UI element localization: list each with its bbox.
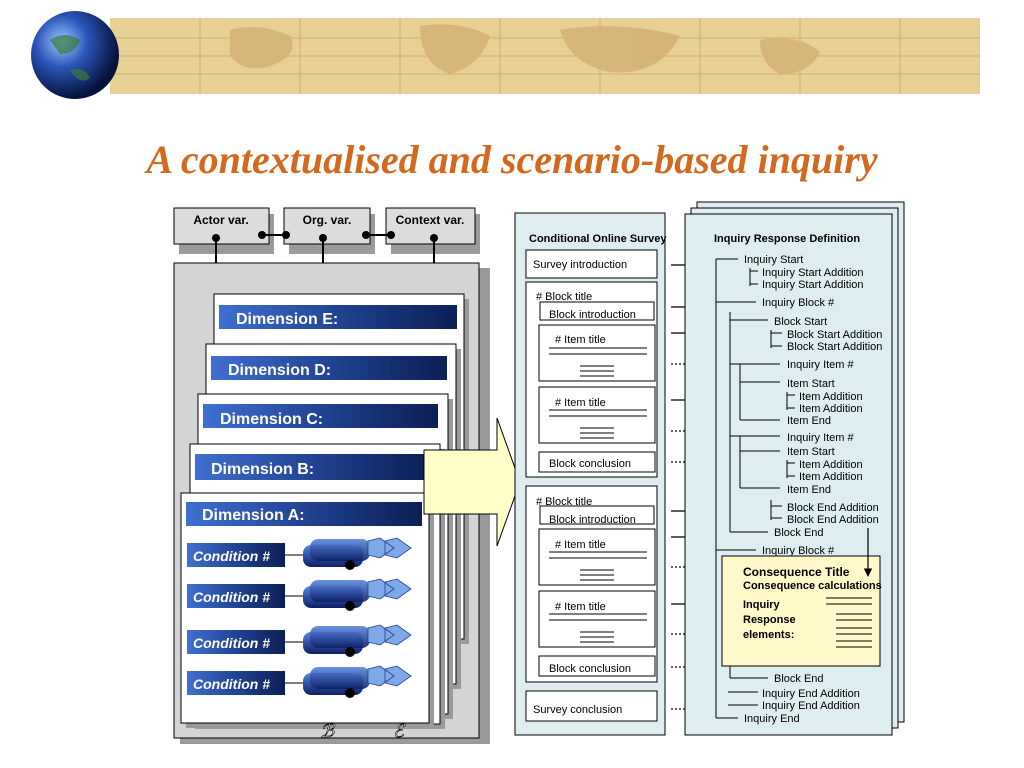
response-line: Inquiry Block # [762,297,835,309]
response-line: Inquiry Start [744,254,803,266]
condition-row: Condition # [187,537,412,570]
response-line: Inquiry Start Addition [762,279,864,291]
dimension-e-label: Dimension E: [236,311,338,328]
response-line: Block End [774,527,824,539]
survey-conclusion: Survey conclusion [533,704,622,716]
block-conclusion: Block conclusion [549,663,631,675]
response-line: Block Start [774,316,827,328]
response-line: Block Start Addition [787,329,882,341]
condition-label: Condition # [193,589,270,605]
condition-label: Condition # [193,676,270,692]
block-introduction: Block introduction [549,514,636,526]
item-title: # Item title [555,539,606,551]
consequence-title: Consequence Title [743,565,850,579]
dimension-c-label: Dimension C: [220,411,323,428]
consequence-element-line: Inquiry [743,599,781,611]
condition-row: Condition # [187,665,412,698]
dimension-b-label: Dimension B: [211,461,314,478]
survey-introduction: Survey introduction [533,259,627,271]
big-arrow-icon [423,417,521,547]
decor-glyph: ℬ [320,721,336,741]
response-line: Block End [774,673,824,685]
response-line: Inquiry End Addition [762,700,860,712]
block-conclusion: Block conclusion [549,458,631,470]
dimension-a-card: Dimension A: [180,492,434,728]
response-line: Inquiry Block # [762,545,835,557]
consequence-element-line: Response [743,614,796,626]
condition-label: Condition # [193,548,270,564]
response-line: Inquiry End [744,713,800,725]
response-lines: Inquiry Start Inquiry Start Addition Inq… [744,254,882,725]
response-line: Item End [787,415,831,427]
block-title: # Block title [536,496,592,508]
variable-boxes: Actor var. Org. var. Context var. [173,207,480,272]
response-line: Item Start [787,446,835,458]
item-title: # Item title [555,334,606,346]
block-title: # Block title [536,291,592,303]
actor-var-label: Actor var. [193,213,248,227]
condition-label: Condition # [193,635,270,651]
response-line: Block End Addition [787,502,879,514]
condition-row: Condition # [187,624,412,657]
response-line: Item Addition [799,403,863,415]
page-title: A contextualised and scenario-based inqu… [146,137,878,182]
item-title: # Item title [555,397,606,409]
consequence-element-line: elements: [743,629,794,641]
dimension-a-label: Dimension A: [202,507,305,524]
consequence-calculations: Consequence calculations [743,580,882,592]
response-line: Block End Addition [787,514,879,526]
globe-icon [31,11,119,99]
response-line: Inquiry Item # [787,432,855,444]
response-line: Block Start Addition [787,341,882,353]
consequence-box: Consequence Title Consequence calculatio… [721,528,882,667]
block-introduction: Block introduction [549,309,636,321]
decor-glyph: ℰ [393,721,406,741]
item-title: # Item title [555,601,606,613]
dimension-d-label: Dimension D: [228,362,331,379]
response-line: Item Start [787,378,835,390]
response-line: Item Addition [799,471,863,483]
response-line: Inquiry Item # [787,359,855,371]
condition-rows: Condition # Condition # Condition # [187,537,412,698]
response-line: Item Addition [799,391,863,403]
response-line: Inquiry Start Addition [762,267,864,279]
survey-title: Conditional Online Survey [529,233,667,245]
header-banner [31,11,980,99]
condition-row: Condition # [187,578,412,611]
response-line: Item End [787,484,831,496]
response-line: Item Addition [799,459,863,471]
context-var-label: Context var. [396,213,465,227]
response-line: Inquiry End Addition [762,688,860,700]
response-title: Inquiry Response Definition [714,233,860,245]
org-var-label: Org. var. [303,213,352,227]
